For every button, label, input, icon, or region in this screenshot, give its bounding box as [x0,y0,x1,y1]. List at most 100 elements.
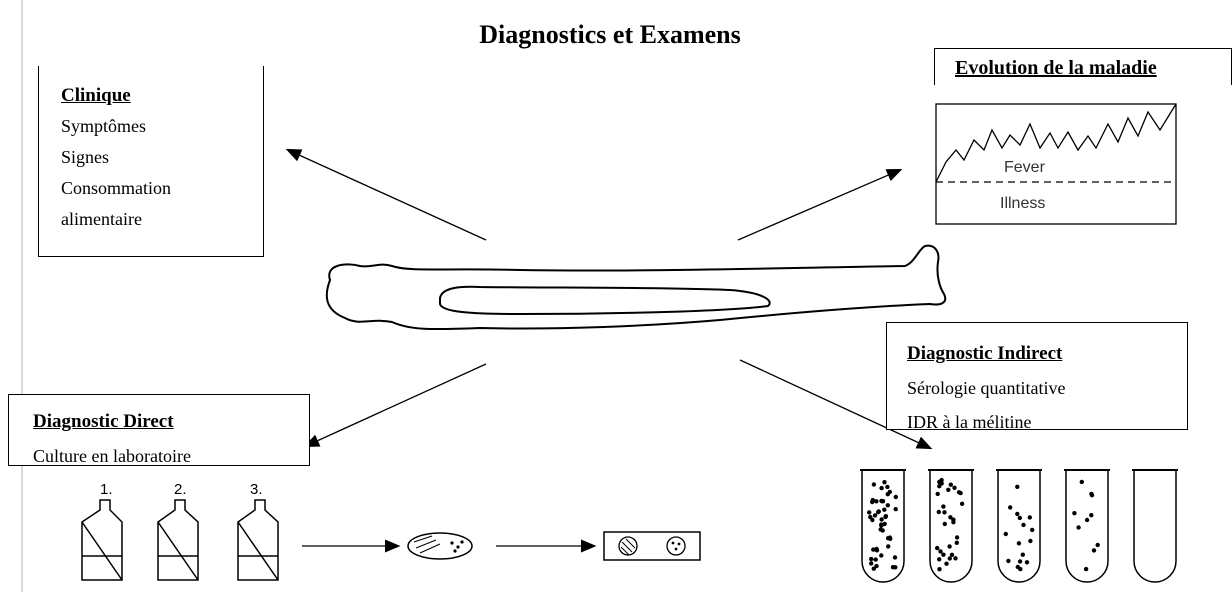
test-tube-dot [941,504,945,508]
test-tube-dot [1021,553,1025,557]
direct-item: Culture en laboratoire [33,439,191,466]
evolution-graph-frame [936,104,1176,224]
petri-dish [408,533,472,559]
test-tube-dot [879,517,883,521]
clinique-item: alimentaire [61,204,171,235]
test-tube-dot [879,527,883,531]
test-tube-dot [937,557,941,561]
test-tube-dot [955,541,959,545]
test-tube-dot [872,482,876,486]
test-tube-dot [955,535,959,539]
test-tube-dot [957,490,961,494]
evolution-box: Evolution de la maladie [934,48,1232,85]
test-tube-dot [888,490,892,494]
culture-bottle [238,500,278,580]
clinique-item: Signes [61,142,171,173]
test-tube-dot [949,483,953,487]
test-tube-dot [1006,559,1010,563]
indirect-box: Diagnostic Indirect Sérologie quantitati… [886,322,1188,430]
illness-label: Illness [1000,195,1045,212]
test-tube-dot [888,535,892,539]
test-tube-dot [1004,532,1008,536]
patient-body-outline [327,246,945,329]
clinique-box: Clinique Symptômes Signes Consommation a… [38,66,264,257]
test-tube-dot [942,510,946,514]
culture-bottle [82,500,122,580]
test-tube-dot [1021,523,1025,527]
test-tube-dot [1028,515,1032,519]
test-tube-dot [941,553,945,557]
test-tube-dot [947,544,951,548]
test-tube-dot [1015,512,1019,516]
test-tube-dot [894,495,898,499]
test-tube-dot [1085,518,1089,522]
test-tube-dot [937,484,941,488]
test-tube-dot [1030,528,1034,532]
test-tube-dot [876,510,880,514]
test-tube-dot [867,510,871,514]
direct-heading: Diagnostic Direct [33,405,191,439]
culture-bottles [82,500,278,580]
test-tube-dot [960,502,964,506]
test-tube-dot [882,480,886,484]
test-tube-dot [882,508,886,512]
microscope-slide [604,532,700,560]
test-tube-dot [1084,567,1088,571]
test-tube-dot [950,553,954,557]
test-tube-dot [951,520,955,524]
test-tube-dot [948,515,952,519]
test-tube-dot [938,549,942,553]
test-tube-dot [935,546,939,550]
test-tube-dot [1008,505,1012,509]
test-tube-dot [943,522,947,526]
test-tube-dot [885,485,889,489]
test-tube-dot [874,499,878,503]
test-tube-dot [874,564,878,568]
test-tube-dot [869,557,873,561]
test-tube-dot [891,565,895,569]
test-tube-dot [946,488,950,492]
test-tube-dot [879,522,883,526]
test-tube-dot [1072,511,1076,515]
test-tube-dot [1089,513,1093,517]
test-tube-dot [937,567,941,571]
arrow-to-clinique [288,150,486,240]
direct-box: Diagnostic Direct Culture en laboratoire [8,394,310,466]
test-tube-dot [874,557,878,561]
test-tube-dot [1092,548,1096,552]
test-tube-dot [936,492,940,496]
test-tube-dot [893,555,897,559]
test-tube-dot [1017,541,1021,545]
test-tube-dot [1018,516,1022,520]
arrow-to-evolution [738,170,900,240]
culture-step-label: 3. [250,481,263,498]
test-tube-dot [1090,493,1094,497]
test-tube-dot [952,486,956,490]
culture-step-label: 1. [100,481,113,498]
test-tube-dot [1076,525,1080,529]
test-tube-dot [948,556,952,560]
test-tube-dot [894,507,898,511]
test-tube-dot [879,486,883,490]
test-tube-dot [868,515,872,519]
evolution-heading: Evolution de la maladie [955,57,1157,80]
clinique-heading: Clinique [61,80,171,111]
test-tube-dot [873,513,877,517]
evolution-graph: Fever Illness [936,104,1176,224]
test-tube-dot [953,556,957,560]
page-title: Diagnostics et Examens [400,20,820,50]
test-tube [1066,470,1108,582]
indirect-item: Sérologie quantitative [907,371,1065,405]
test-tube-dot [884,514,888,518]
arrow-to-direct [306,364,486,446]
test-tube-dot [1025,560,1029,564]
test-tube-dot [1015,485,1019,489]
test-tube-dot [1096,543,1100,547]
clinique-item: Symptômes [61,111,171,142]
test-tube-dot [886,503,890,507]
test-tube [1134,470,1176,582]
test-tube-dot [880,499,884,503]
test-tube-dot [879,553,883,557]
fever-label: Fever [1004,159,1046,176]
test-tube-dot [944,562,948,566]
